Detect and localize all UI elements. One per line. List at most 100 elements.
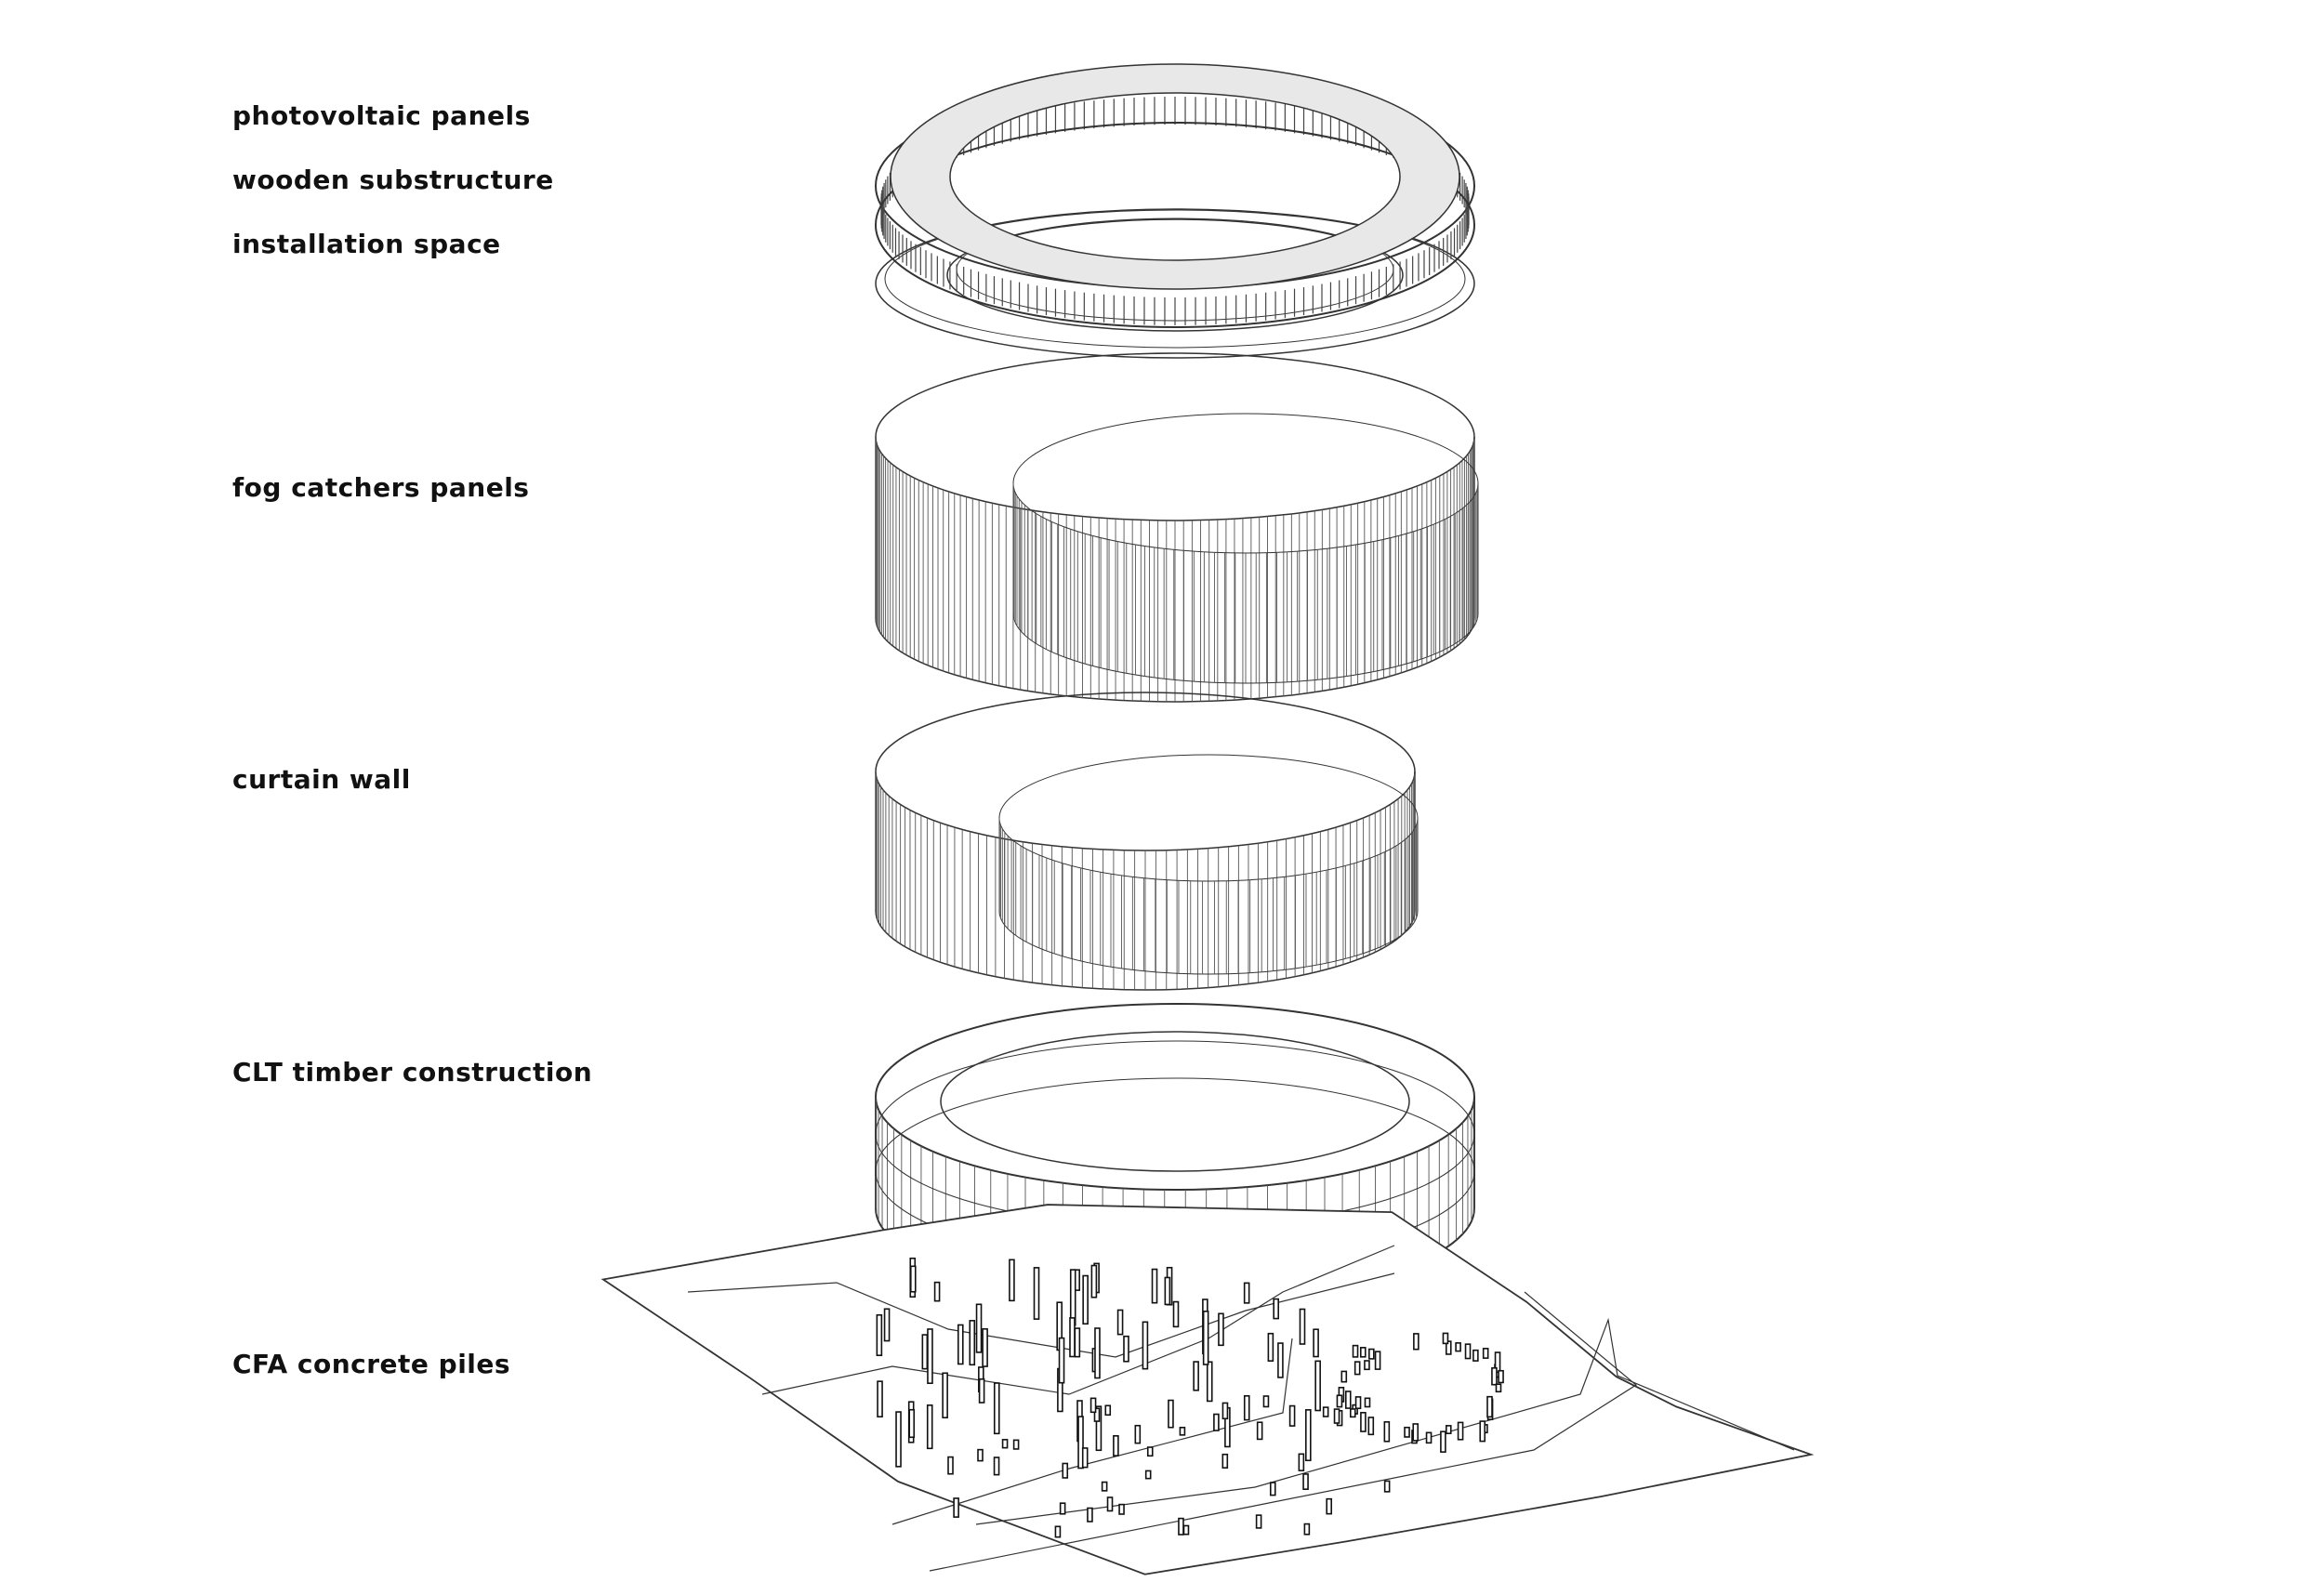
concrete-pile xyxy=(926,1404,933,1450)
concrete-pile xyxy=(1299,1308,1306,1345)
concrete-pile xyxy=(909,1265,917,1293)
clt-mid-ring xyxy=(875,1040,1475,1228)
concrete-pile xyxy=(993,1457,1000,1476)
concrete-pile xyxy=(1178,1517,1184,1536)
fog-catchers-layer xyxy=(875,352,1479,703)
installation-ring xyxy=(884,209,1466,349)
concrete-pile xyxy=(1494,1351,1501,1374)
concrete-pile xyxy=(1267,1332,1274,1362)
terrain-contour xyxy=(975,1317,1795,1525)
concrete-pile xyxy=(1314,1360,1321,1412)
concrete-pile xyxy=(1221,1453,1229,1469)
concrete-pile xyxy=(1445,1340,1452,1355)
concrete-pile xyxy=(1094,1327,1101,1379)
label-photovoltaic-panels: photovoltaic panels xyxy=(232,100,531,131)
concrete-pile xyxy=(1404,1426,1410,1438)
concrete-pile xyxy=(1062,1462,1069,1479)
concrete-pile xyxy=(1142,1321,1149,1370)
label-curtain-wall: curtain wall xyxy=(232,764,411,795)
concrete-pile xyxy=(1288,1404,1296,1427)
label-wooden-substructure: wooden substructure xyxy=(232,165,554,195)
label-cfa-concrete-piles: CFA concrete piles xyxy=(232,1349,511,1379)
concrete-pile xyxy=(1255,1514,1262,1529)
concrete-pile xyxy=(1486,1395,1493,1418)
terrain-contour xyxy=(891,1338,1293,1525)
concrete-pile xyxy=(1313,1328,1319,1358)
concrete-pile xyxy=(883,1308,891,1342)
installation-inner-ring xyxy=(946,218,1404,332)
concrete-pile xyxy=(1193,1361,1199,1391)
concrete-pile xyxy=(942,1372,948,1418)
terrain-and-piles-layer xyxy=(601,1204,1815,1575)
concrete-pile xyxy=(1303,1522,1311,1536)
concrete-pile xyxy=(947,1456,954,1475)
concrete-pile xyxy=(1074,1327,1081,1358)
concrete-pile xyxy=(1364,1397,1371,1408)
concrete-pile xyxy=(1001,1439,1009,1449)
concrete-pile xyxy=(1182,1524,1190,1536)
concrete-pile xyxy=(975,1303,983,1353)
concrete-pile xyxy=(1298,1453,1305,1471)
concrete-pile xyxy=(1273,1298,1280,1320)
concrete-pile xyxy=(1368,1348,1375,1360)
concrete-pile xyxy=(1093,1407,1101,1422)
concrete-pile xyxy=(1058,1337,1065,1384)
concrete-pile xyxy=(1106,1496,1114,1512)
concrete-pile xyxy=(1069,1269,1076,1326)
curtain-wall-layer xyxy=(875,692,1419,991)
concrete-pile xyxy=(1104,1404,1112,1417)
label-fog-catchers-panels: fog catchers panels xyxy=(232,472,530,503)
concrete-pile xyxy=(1033,1267,1040,1320)
concrete-pile xyxy=(1495,1383,1502,1393)
concrete-pile xyxy=(1087,1507,1093,1522)
concrete-pile xyxy=(969,1320,976,1366)
concrete-pile xyxy=(1269,1482,1276,1496)
concrete-pile xyxy=(1344,1391,1352,1409)
concrete-pile xyxy=(1151,1268,1158,1304)
concrete-pile xyxy=(1134,1424,1142,1444)
concrete-pile xyxy=(1221,1402,1229,1420)
concrete-pile xyxy=(1498,1369,1504,1384)
concrete-pile xyxy=(895,1411,902,1468)
concrete-pile xyxy=(1202,1311,1209,1365)
concrete-pile xyxy=(1455,1342,1461,1352)
terrain-contour xyxy=(929,1291,1638,1572)
concrete-pile xyxy=(977,1448,984,1462)
concrete-pile xyxy=(933,1281,941,1302)
concrete-pile xyxy=(1364,1360,1370,1371)
concrete-pile xyxy=(1457,1421,1464,1441)
concrete-pile xyxy=(1118,1503,1125,1515)
concrete-pile xyxy=(1146,1446,1154,1457)
concrete-pile xyxy=(1352,1344,1359,1358)
installation-outer-ring xyxy=(875,208,1475,359)
concrete-pile xyxy=(1367,1417,1375,1436)
concrete-pile xyxy=(953,1497,959,1518)
concrete-pile xyxy=(1168,1399,1174,1429)
concrete-pile xyxy=(1383,1421,1391,1443)
concrete-pile xyxy=(1179,1426,1186,1436)
terrain-contour xyxy=(687,1272,1395,1358)
concrete-pile xyxy=(993,1382,1000,1435)
concrete-pile xyxy=(1340,1370,1348,1383)
concrete-pile xyxy=(1445,1425,1452,1434)
concrete-pile xyxy=(1374,1351,1381,1370)
concrete-pile xyxy=(1090,1264,1098,1298)
concrete-pile xyxy=(1262,1395,1270,1408)
concrete-pile xyxy=(1256,1421,1263,1441)
concrete-pile xyxy=(1464,1343,1472,1360)
concrete-pile xyxy=(1089,1397,1097,1414)
concrete-pile xyxy=(1164,1276,1171,1306)
concrete-pile xyxy=(1081,1447,1089,1469)
concrete-pile xyxy=(1354,1396,1362,1410)
photovoltaic-ring xyxy=(890,63,1460,290)
concrete-pile xyxy=(1116,1309,1124,1336)
concrete-pile xyxy=(1243,1282,1250,1304)
concrete-pile xyxy=(957,1324,964,1365)
concrete-pile xyxy=(908,1408,916,1439)
concrete-pile xyxy=(877,1380,883,1417)
concrete-pile xyxy=(1479,1420,1486,1443)
concrete-pile xyxy=(1277,1342,1284,1378)
concrete-pile xyxy=(1206,1361,1213,1403)
concrete-pile xyxy=(1360,1411,1367,1432)
